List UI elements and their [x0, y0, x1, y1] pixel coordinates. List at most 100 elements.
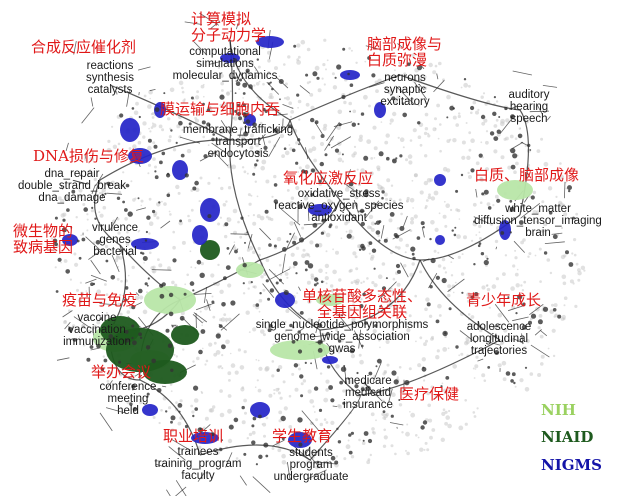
background-node — [235, 457, 239, 460]
network-edge — [353, 199, 359, 214]
background-node — [324, 263, 330, 269]
background-node — [370, 227, 375, 232]
network-node — [263, 442, 269, 448]
background-node — [267, 50, 271, 55]
background-node — [122, 171, 125, 174]
network-node — [131, 305, 136, 310]
background-node — [466, 292, 472, 297]
network-edge — [174, 486, 187, 496]
network-node — [391, 96, 396, 101]
network-edge — [305, 446, 311, 455]
background-node — [551, 303, 554, 307]
background-node — [324, 194, 327, 197]
background-node — [148, 197, 152, 201]
network-node — [283, 147, 287, 150]
background-node — [267, 216, 272, 221]
network-edge — [135, 292, 140, 296]
network-node — [293, 363, 299, 368]
network-edge — [90, 97, 94, 107]
background-node — [345, 444, 351, 450]
background-node — [417, 135, 422, 139]
network-node — [252, 122, 257, 127]
network-node — [199, 427, 202, 430]
network-node — [202, 102, 205, 106]
background-node — [338, 278, 342, 282]
background-node — [442, 214, 447, 219]
network-node — [312, 223, 318, 228]
background-node — [580, 265, 586, 270]
background-node — [124, 217, 128, 221]
network-node — [552, 308, 557, 312]
background-node — [350, 281, 354, 284]
background-node — [527, 255, 530, 258]
network-node — [517, 294, 523, 300]
network-edge — [512, 316, 529, 322]
background-node — [535, 210, 540, 214]
network-edge — [513, 240, 525, 253]
network-node — [298, 203, 303, 209]
background-node — [360, 281, 363, 284]
background-node — [290, 196, 295, 200]
background-node — [390, 251, 393, 255]
nigms-region — [340, 70, 360, 80]
background-node — [249, 60, 255, 66]
network-edge — [252, 476, 271, 493]
background-node — [193, 398, 199, 403]
term: virulence — [91, 222, 139, 234]
network-node — [219, 447, 223, 452]
network-node — [334, 148, 340, 153]
nigms-region — [256, 36, 284, 48]
background-node — [351, 294, 355, 298]
background-node — [359, 359, 364, 365]
network-node — [399, 154, 403, 158]
network-node — [188, 122, 192, 126]
network-edge — [56, 357, 70, 361]
network-edge — [99, 139, 231, 181]
background-node — [186, 273, 189, 277]
network-node — [289, 323, 293, 328]
background-node — [349, 379, 354, 384]
network-node — [288, 124, 292, 129]
background-node — [229, 90, 232, 93]
background-node — [69, 278, 72, 281]
background-node — [134, 197, 137, 200]
network-edge — [199, 12, 220, 26]
network-edge — [91, 184, 96, 195]
background-node — [307, 389, 312, 394]
background-node — [265, 416, 269, 420]
term: genes — [99, 234, 131, 246]
background-node — [377, 167, 381, 172]
network-node — [252, 172, 256, 176]
network-node — [328, 143, 331, 146]
network-edge — [301, 410, 319, 431]
background-node — [126, 310, 131, 314]
term: computational — [189, 46, 261, 58]
network-edge — [106, 192, 123, 195]
background-node — [117, 152, 121, 155]
network-node — [375, 365, 378, 368]
background-node — [227, 186, 232, 190]
background-node — [565, 181, 567, 184]
background-node — [326, 198, 332, 204]
background-node — [484, 167, 490, 172]
network-node — [337, 440, 342, 444]
background-node — [219, 389, 223, 393]
network-node — [258, 414, 262, 419]
network-node — [416, 236, 421, 240]
background-node — [474, 368, 477, 370]
background-node — [559, 162, 562, 165]
background-node — [403, 72, 407, 76]
network-edge — [175, 480, 187, 496]
background-node — [313, 411, 316, 413]
background-node — [271, 195, 274, 198]
background-node — [192, 360, 195, 363]
background-node — [352, 109, 357, 114]
background-node — [468, 148, 472, 152]
background-node — [384, 87, 389, 91]
network-edge — [90, 259, 101, 275]
background-node — [367, 225, 371, 230]
network-node — [280, 415, 286, 422]
background-node — [260, 165, 266, 171]
network-node — [100, 367, 105, 372]
background-node — [247, 287, 250, 290]
